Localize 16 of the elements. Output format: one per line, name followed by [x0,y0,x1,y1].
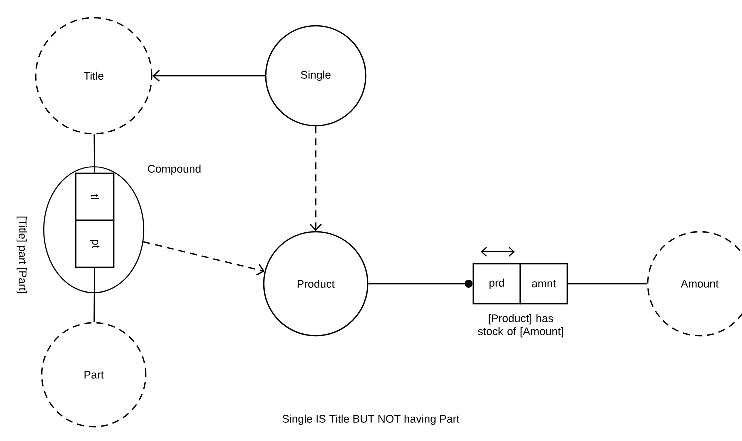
connector [310,126,322,232]
beside-label: [Title] part [Part] [16,216,28,294]
connector [152,70,266,82]
role-box: tl [75,172,115,222]
objectified-fact-ellipse [43,166,145,294]
connector [94,268,96,322]
connector [368,280,473,288]
beside-label: [Product] has stock of [Amount] [478,314,564,338]
connector [568,283,648,285]
beside-label: Compound [148,164,201,176]
connector [94,134,96,173]
connector [143,241,265,276]
role-box: pt [75,220,115,268]
role-box: amnt [520,263,568,305]
caption: Single IS Title BUT NOT having Part [282,414,460,426]
role-box: prd [472,263,522,305]
